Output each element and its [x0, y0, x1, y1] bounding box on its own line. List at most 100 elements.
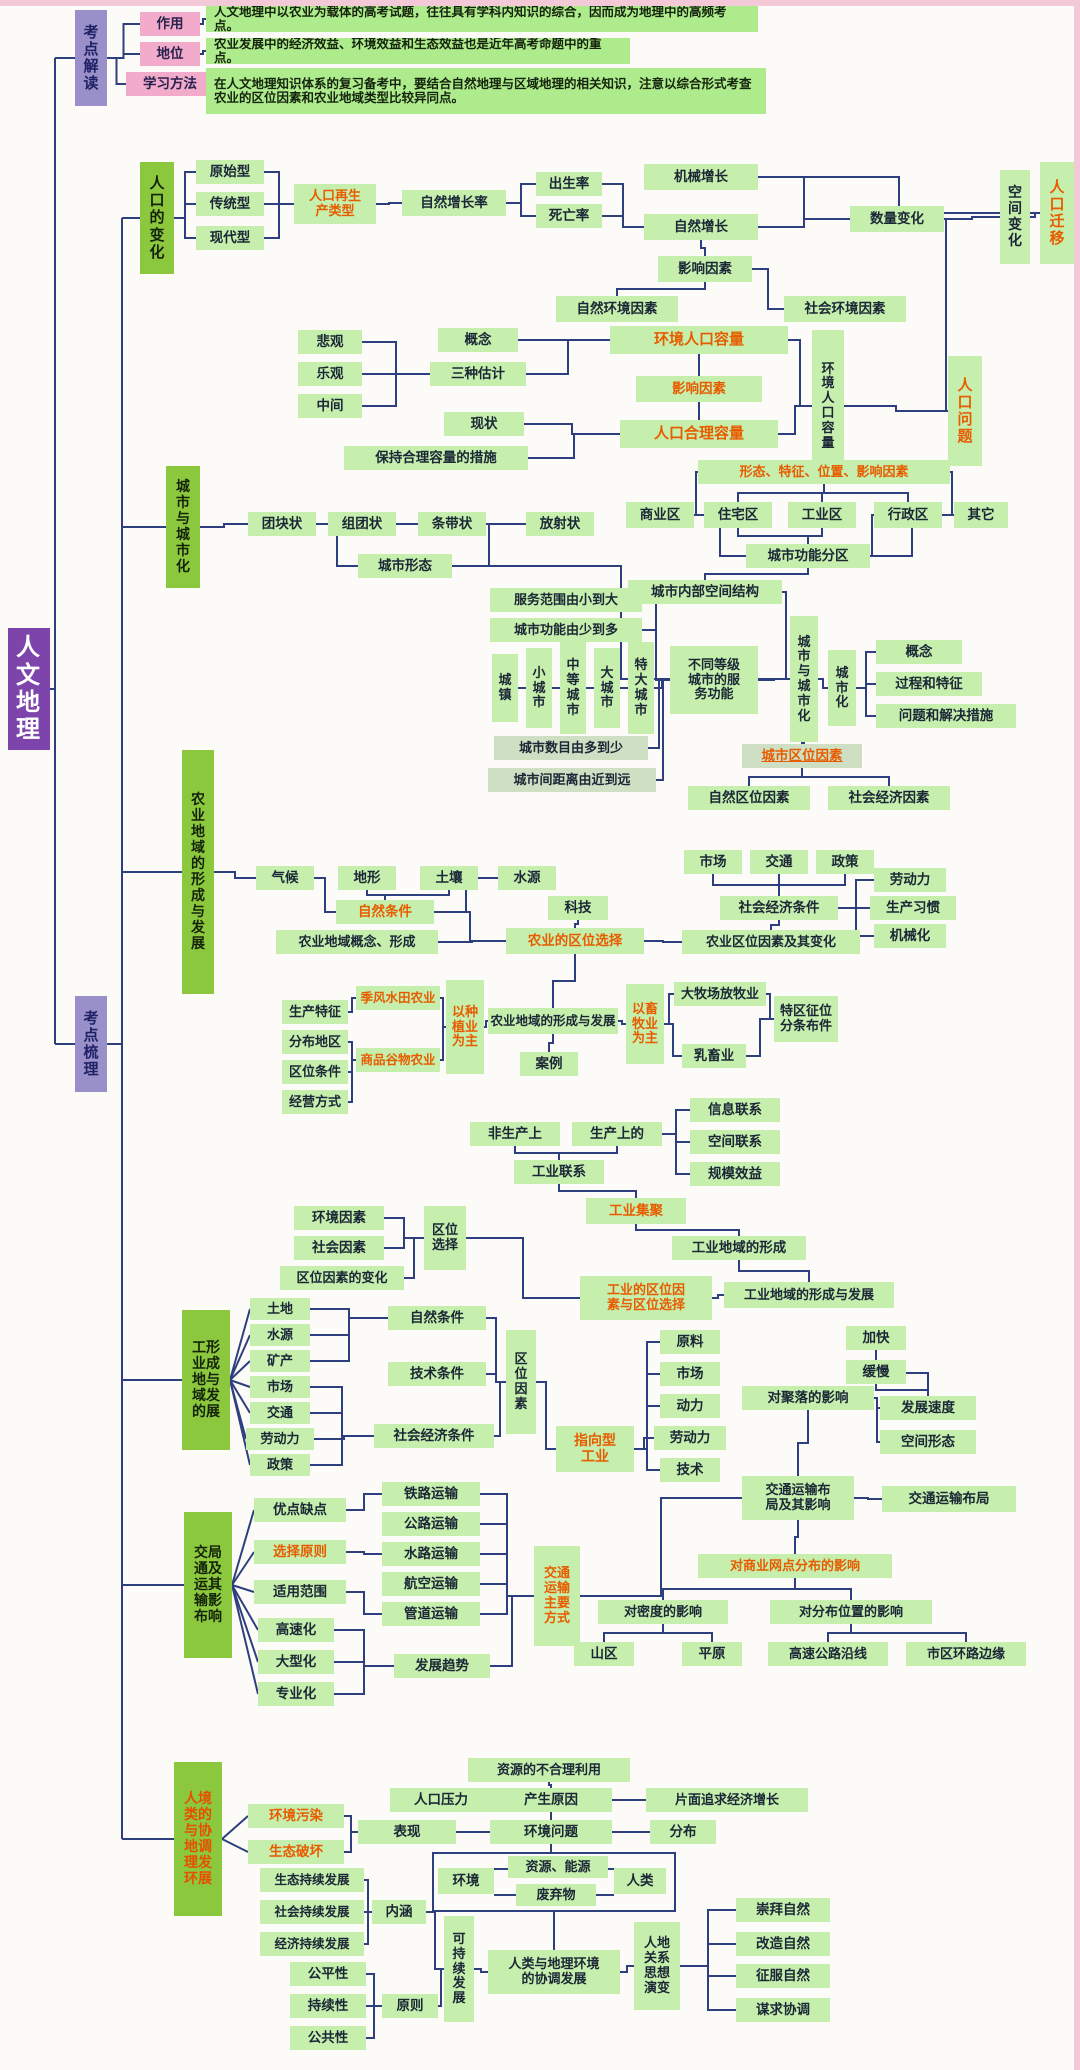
xuexi-fangfa: 学习方法: [126, 72, 214, 96]
xiao-chengshi: 小 城 市: [526, 648, 552, 728]
zhengfu-ziran: 征服自然: [736, 1964, 830, 1988]
gainian-2: 概念: [876, 640, 962, 664]
scan-edge-right: [1074, 0, 1080, 2070]
sec-nongye: 农 业 地 域 的 形 成 与 发 展: [182, 750, 214, 994]
edge-zhuzhaiqu--gongneng-fenqu: [737, 528, 809, 544]
edge-shangye-wangdian-yingxiang--dui-midu-yingxiang: [662, 1578, 796, 1600]
edge-neibu-kongjian-jiegou--chengshi-yu-chengshihua-v: [782, 591, 790, 680]
shangye-wangdian-yingxiang: 对商业网点分布的影响: [698, 1554, 892, 1578]
shengtai-pohuai: 生态破坏: [248, 1840, 344, 1864]
edge-shengchan-shang-de--xinxi-lianxi: [662, 1109, 690, 1135]
edge-zhengce-1--shehui-jingji-tiaojian-1: [778, 874, 846, 896]
dixing: 地形: [338, 866, 396, 890]
sec-gongye: 工形 业成 地与 域发 的展: [182, 1310, 230, 1450]
edge-jiaotong-buju-yingxiang--shangye-wangdian-yingxiang: [794, 1520, 799, 1554]
edge-damuchang-fangmuye--tezheng-quwei-fenbu: [766, 993, 774, 1020]
edge-xingtai-tezheng-weizhi--zhuzhaiqu: [737, 484, 825, 502]
edge-gongye-jiju--gongye-diyu-xingcheng: [635, 1224, 740, 1236]
edge-shengchan-tezheng--jifeng-shuitian: [348, 997, 356, 1013]
edge-gongye-lianxi--fei-shengchan-shang: [514, 1146, 560, 1160]
renkou-yali: 人口压力: [390, 1788, 492, 1812]
nongye-quwei-bianhua: 农业区位因素及其变化: [682, 930, 860, 954]
fenbu-diqu: 分布地区: [282, 1030, 348, 1054]
kongjian-lianxi: 空间联系: [690, 1130, 780, 1154]
anli: 案例: [520, 1052, 578, 1076]
dongli: 动力: [660, 1394, 720, 1418]
edge-nongye-quwei-xuanze--nongye-quwei-bianhua: [644, 940, 682, 943]
edge-yingxiang-yinsu-1--ziran-huanjing-yinsu: [616, 282, 706, 296]
edge-ziyuan-buheli-liyong--chansheng-yuanyin: [548, 1782, 552, 1788]
edge-baochi-cuoshi--renkou-heli-rongliang: [528, 433, 620, 459]
edge-gongneng-fenqu--neibu-kongjian-jiegou: [704, 568, 809, 580]
renlei-xietiao-fazhan: 人类与地理环境 的协调发展: [488, 1950, 620, 1994]
edge-sec-gongye--jiaotong-2: [229, 1379, 251, 1414]
scan-edge-top: [0, 0, 1080, 6]
edge-ruxuye--tezheng-quwei-fenbu: [746, 1018, 774, 1057]
edge-sec-renkou--xiandai-xing: [174, 217, 196, 239]
ziran-huanjing-yinsu: 自然环境因素: [556, 296, 678, 322]
nongye-gainian-xingcheng: 农业地域概念、形成: [276, 930, 438, 954]
edge-ziran-zengzhanglv--chushenglv: [506, 183, 536, 204]
huanjing-2: 环境: [438, 1868, 494, 1894]
edge-ziran-zengzhang--shuliang-bianhua: [758, 218, 850, 228]
edge-shangpin-guwu--yi-zhongzhiye-weizhu: [440, 1026, 446, 1061]
jingji-chixu: 经济持续发展: [260, 1932, 364, 1956]
zhengce-1: 政策: [816, 850, 874, 874]
jixie-zengzhang: 机械增长: [644, 164, 758, 190]
mouqiu-xietiao: 谋求协调: [736, 1998, 830, 2022]
neibu-kongjian-jiegou: 城市内部空间结构: [628, 580, 782, 604]
edge-dui-fenbu-weizhi--gaosu-gonglu-yanxian: [827, 1624, 852, 1642]
teda-chengshi: 特 大 城 市: [628, 642, 654, 734]
xinxi-lianxi: 信息联系: [690, 1098, 780, 1122]
turang: 土壤: [420, 866, 478, 890]
xingtai-tezheng-weizhi: 形态、特征、位置、影响因素: [698, 460, 950, 484]
kuangchan: 矿产: [250, 1350, 310, 1372]
shichang-2: 市场: [250, 1376, 310, 1398]
huanjing-wuran: 环境污染: [248, 1804, 344, 1828]
edge-quwei-yinsu-bianhua--quwei-xuanze-v: [404, 1237, 424, 1279]
edge-quwei-yinsu-v--zhixiang-gongye: [536, 1381, 556, 1450]
edge-yi-xumuye-weizhu--damuchang-fangmuye: [664, 993, 674, 1025]
chengzhen: 城 镇: [492, 654, 518, 722]
renkou-heli-rongliang: 人口合理容量: [620, 420, 778, 448]
jiakuai: 加快: [846, 1326, 906, 1350]
para-xuexi: 在人文地理知识体系的复习备考中，要结合自然地理与区域地理的相关知识，注意以综合形…: [206, 68, 766, 114]
root-renwen-dili: 人 文 地 理: [8, 628, 50, 750]
edge-jixie-zengzhang--shuliang-bianhua: [758, 176, 850, 220]
fazhan-sudu: 发展速度: [880, 1396, 976, 1420]
gongyequ: 工业区: [788, 502, 856, 528]
edge-chengshihua-v--gainian-2: [856, 651, 876, 689]
quwei-xuanze-v: 区位 选择: [424, 1206, 466, 1270]
pingyuan: 平原: [682, 1642, 742, 1666]
dui-juluo-yingxiang: 对聚落的影响: [742, 1386, 874, 1410]
gongye-quwei-xuanze: 工业的区位因 素与区位选择: [580, 1276, 712, 1320]
yingxiang-yinsu-2: 影响因素: [636, 376, 762, 402]
shehui-jingji-yinsu: 社会经济因素: [828, 786, 950, 810]
sec-renkou: 人 口 的 变 化: [140, 162, 174, 274]
edge-jingying-fangshi--shangpin-guwu: [348, 1059, 356, 1103]
renkou-wenti: 人 口 问 题: [948, 356, 982, 466]
huanliu-frame: [432, 1852, 676, 1912]
nongye-quwei-xuanze: 农业的区位选择: [506, 928, 644, 954]
edge-nongye-gainian-xingcheng--nongye-quwei-xuanze: [438, 940, 506, 943]
edge-gongye-quwei-xuanze--gongye-diyu-fazhan: [712, 1294, 724, 1299]
gaizao-ziran: 改造自然: [736, 1932, 830, 1956]
edge-yi-zhongzhiye-weizhu--nongye-diyu-xingcheng-fazhan: [484, 1020, 488, 1028]
xianzhuang: 现状: [444, 412, 524, 436]
edge-sec-renkou--chuantong-xing: [174, 203, 196, 219]
fangshe-zhuang: 放射状: [526, 512, 594, 536]
edge-jiaotong-2--shehui-jingji-tiaojian-2: [310, 1412, 374, 1437]
edge-gaosuhua--fazhan-qushi: [334, 1629, 394, 1667]
huanman: 缓慢: [846, 1360, 906, 1384]
edge-keji--nongye-quwei-xuanze: [574, 920, 579, 928]
renkou-zaishengchan: 人口再生 产类型: [294, 184, 376, 224]
zhongdeng-chengshi: 中 等 城 市: [560, 642, 586, 734]
yi-zhongzhiye-weizhu: 以种 植业 为主: [446, 980, 484, 1074]
edge-gongye-lianxi--gongye-jiju: [558, 1184, 637, 1198]
edge-renkou-heli-rongliang--huanjing-rongliang-v: [778, 405, 812, 435]
gongneng-shaoduo: 城市功能由少到多: [490, 618, 642, 642]
edge-xuanze-yuanze--shuilu-yunshu: [346, 1551, 382, 1555]
edge-turang--ziran-tiaojian-1: [384, 890, 450, 900]
gaosu-gonglu-yanxian: 高速公路沿线: [768, 1642, 888, 1666]
